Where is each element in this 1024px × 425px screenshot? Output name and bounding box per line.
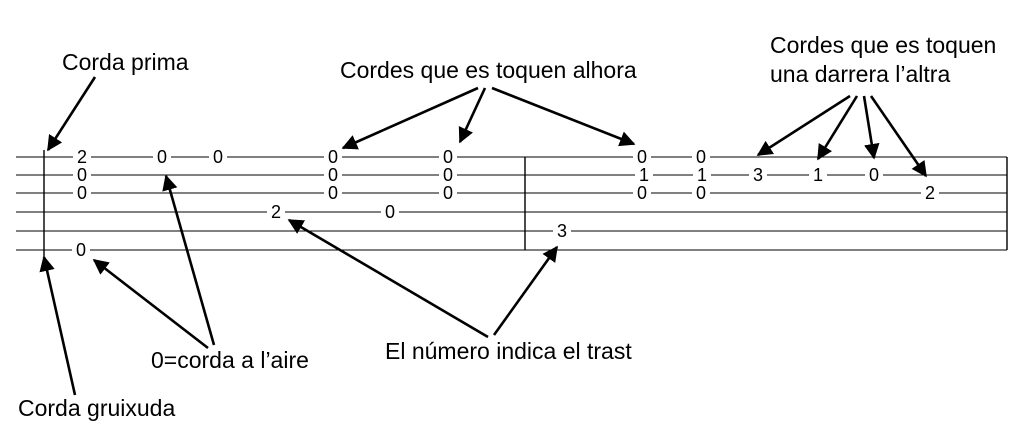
arrows [39,76,928,396]
fret-number-background [267,203,285,221]
fret-number: 0 [443,183,453,203]
fret-number: 2 [925,183,935,203]
label-trast: El número indica el trast [385,338,632,364]
fret-number-background [439,166,457,184]
fret-number: 1 [639,165,649,185]
fret-number: 0 [869,165,879,185]
fret-number: 0 [77,165,87,185]
fret-number: 0 [157,147,167,167]
arrow-darrera-4 [869,95,928,178]
label-darrera-line1: Cordes que es toquen [770,32,996,58]
fret-number-background [324,166,342,184]
fret-number: 0 [637,183,647,203]
arrow-alhora-1 [341,86,479,150]
label-aire: 0=corda a l’aire [151,347,309,373]
fret-number-background [921,184,939,202]
fret-number-background [209,148,227,166]
fret-number: 0 [696,183,706,203]
arrow-darrera-3 [862,95,880,160]
fret-number-background [73,148,91,166]
fret-number-background [73,184,91,202]
fret-number: 0 [443,165,453,185]
fret-number: 0 [328,165,338,185]
fret-number-background [809,166,827,184]
fret-number: 0 [696,147,706,167]
fret-number-background [692,148,710,166]
arrow-trast-2 [492,245,559,336]
fret-number: 0 [76,240,86,260]
fret-number-background [153,148,171,166]
fret-number: 3 [557,221,567,241]
fret-number: 0 [77,183,87,203]
fret-number: 0 [328,147,338,167]
fret-number: 1 [697,165,707,185]
arrow-trast-1 [287,218,489,339]
label-gruixuda: Corda gruixuda [18,395,175,421]
fret-number-background [749,166,767,184]
fret-number: 1 [813,165,823,185]
fret-number-background [72,241,90,259]
fret-number: 2 [271,202,281,222]
fret-number: 2 [77,147,87,167]
fret-number: 0 [385,202,395,222]
arrow-corda-prima [46,76,97,152]
fret-number: 3 [753,165,763,185]
fret-number: 0 [213,147,223,167]
fret-number: 0 [637,147,647,167]
arrow-aire-1 [162,174,216,346]
fret-number-background [553,222,571,240]
fret-number-background [439,184,457,202]
fret-number: 0 [443,147,453,167]
arrow-darrera-1 [756,94,851,157]
fret-number-background [439,148,457,166]
label-corda-prima: Corda prima [62,49,189,75]
fret-number-background [693,166,711,184]
fret-number-background [381,203,399,221]
arrow-darrera-2 [816,95,859,161]
fret-number-background [865,166,883,184]
arrow-alhora-2 [458,87,487,144]
fret-number-background [73,166,91,184]
arrow-alhora-3 [491,86,636,147]
fret-number-background [692,184,710,202]
arrow-aire-2 [92,258,209,350]
fret-number-background [324,148,342,166]
fret-number-background [633,184,651,202]
label-alhora: Cordes que es toquen alhora [340,57,637,83]
arrow-gruixuda [39,255,77,396]
fret-number: 0 [328,183,338,203]
fret-number-background [635,166,653,184]
fret-number-background [633,148,651,166]
fret-number-background [324,184,342,202]
label-darrera-line2: una darrera l’altra [770,61,950,87]
